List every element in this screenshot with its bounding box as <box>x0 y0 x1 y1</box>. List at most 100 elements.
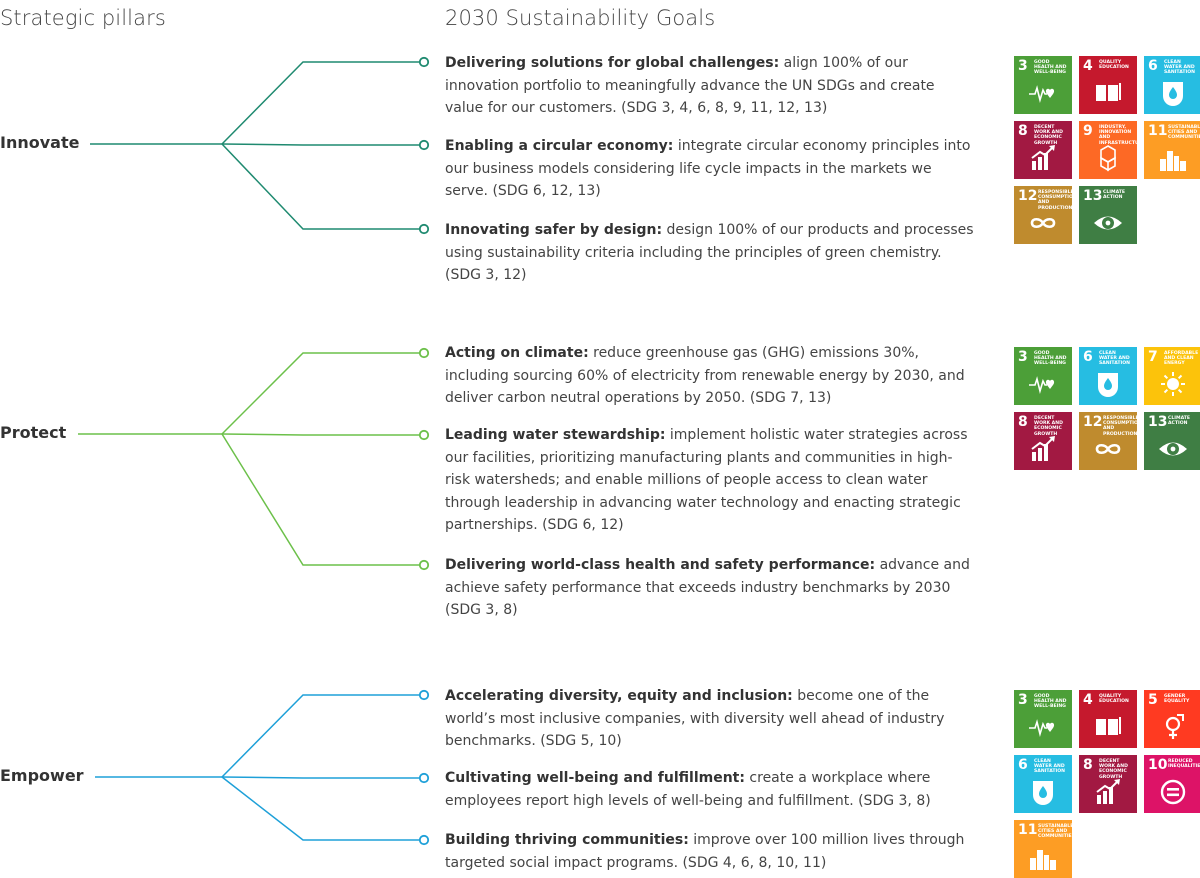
goal-empower-1: Accelerating diversity, equity and inclu… <box>445 685 975 753</box>
sdg-number: 8 <box>1083 757 1093 773</box>
goal-node-dot <box>418 772 430 784</box>
goal-title: Enabling a circular economy: <box>445 138 674 154</box>
sdg-label: QUALITY EDUCATION <box>1099 694 1129 705</box>
sdg-label: CLEAN WATER AND SANITATION <box>1034 759 1065 775</box>
goal-innovate-2: Enabling a circular economy: integrate c… <box>445 135 975 203</box>
sdg-label: GOOD HEALTH AND WELL-BEING <box>1034 351 1067 367</box>
sdg-tile-7: 7 AFFORDABLE AND CLEAN ENERGY <box>1144 347 1200 405</box>
goal-innovate-1: Delivering solutions for global challeng… <box>445 52 975 120</box>
gender-icon <box>1165 714 1184 739</box>
sdg-label: AFFORDABLE AND CLEAN ENERGY <box>1164 351 1199 367</box>
sdg-number: 6 <box>1148 58 1158 74</box>
sdg-number: 10 <box>1148 757 1168 773</box>
sdg-label: DECENT WORK AND ECONOMIC GROWTH <box>1034 416 1063 437</box>
city-icon <box>1160 151 1186 171</box>
water-drop-icon <box>1033 781 1053 805</box>
goal-description: advance and achieve safety performance t… <box>445 557 970 618</box>
goal-description: implement holistic water strategies acro… <box>445 427 968 533</box>
sdg-number: 7 <box>1148 349 1158 365</box>
goal-title: Acting on climate: <box>445 345 589 361</box>
goal-title: Building thriving communities: <box>445 832 689 848</box>
sdg-tile-6: 6 CLEAN WATER AND SANITATION <box>1144 56 1200 114</box>
sdg-label: RESPONSIBLE CONSUMPTION AND PRODUCTION <box>1038 190 1072 211</box>
goal-node-dot <box>418 223 430 235</box>
equals-icon <box>1160 779 1186 805</box>
sdg-number: 8 <box>1018 414 1028 430</box>
goal-node-dot <box>418 689 430 701</box>
goal-node-dot <box>418 559 430 571</box>
sdg-number: 13 <box>1083 188 1103 204</box>
sdg-label: CLIMATE ACTION <box>1103 190 1126 201</box>
sdg-label: CLEAN WATER AND SANITATION <box>1164 60 1195 76</box>
goal-title: Delivering solutions for global challeng… <box>445 55 780 71</box>
sdg-number: 3 <box>1018 692 1028 708</box>
goal-title: Accelerating diversity, equity and inclu… <box>445 688 793 704</box>
goal-title: Delivering world-class health and safety… <box>445 557 876 573</box>
sdg-label: REDUCED INEQUALITIES <box>1168 759 1200 770</box>
sdg-label: GOOD HEALTH AND WELL-BEING <box>1034 60 1067 76</box>
sdg-number: 9 <box>1083 123 1093 139</box>
sdg-number: 3 <box>1018 58 1028 74</box>
goal-description: create a workplace where employees repor… <box>445 770 931 809</box>
cubes-icon <box>1100 145 1116 172</box>
sdg-label: GOOD HEALTH AND WELL-BEING <box>1034 694 1067 710</box>
connector-innovate <box>90 56 430 235</box>
sdg-number: 12 <box>1083 414 1103 430</box>
goal-innovate-3: Innovating safer by design: design 100% … <box>445 219 975 287</box>
pillar-label-empower: Empower <box>0 766 84 785</box>
goal-protect-2: Leading water stewardship: implement hol… <box>445 424 975 537</box>
heartbeat-icon <box>1029 376 1055 395</box>
pillar-label-protect: Protect <box>0 423 67 442</box>
growth-chart-icon <box>1031 145 1055 170</box>
goal-description: align 100% of our innovation portfolio t… <box>445 55 935 116</box>
sdg-number: 11 <box>1148 123 1168 139</box>
goal-title: Leading water stewardship: <box>445 427 666 443</box>
sdg-number: 11 <box>1018 822 1038 838</box>
sdg-number: 4 <box>1083 58 1093 74</box>
goal-node-dot <box>418 347 430 359</box>
sdg-label: CLIMATE ACTION <box>1168 416 1191 427</box>
sdg-number: 13 <box>1148 414 1168 430</box>
sun-icon <box>1161 372 1185 396</box>
goal-title: Innovating safer by design: <box>445 222 663 238</box>
strategic-pillars-header: Strategic pillars <box>0 6 166 30</box>
sdg-label: RESPONSIBLE CONSUMPTION AND PRODUCTION <box>1103 416 1137 437</box>
book-icon <box>1096 83 1121 101</box>
sdg-tile-3: 3 GOOD HEALTH AND WELL-BEING <box>1014 56 1072 114</box>
goal-protect-3: Delivering world-class health and safety… <box>445 554 975 622</box>
pillar-label-innovate: Innovate <box>0 133 80 152</box>
goal-description: become one of the world’s most inclusive… <box>445 688 945 749</box>
sdg-number: 6 <box>1018 757 1028 773</box>
goal-empower-3: Building thriving communities: improve o… <box>445 829 975 874</box>
book-icon <box>1096 717 1121 735</box>
sdg-label: SUSTAINABLE CITIES AND COMMUNITIES <box>1168 125 1200 141</box>
heartbeat-icon <box>1029 85 1055 104</box>
sdg-tile-4: 4 QUALITY EDUCATION <box>1079 56 1137 114</box>
sdg-label: DECENT WORK AND ECONOMIC GROWTH <box>1034 125 1063 146</box>
infinity-icon <box>1095 443 1121 455</box>
sdg-label: QUALITY EDUCATION <box>1099 60 1129 71</box>
city-icon <box>1030 850 1056 870</box>
sdg-label: SUSTAINABLE CITIES AND COMMUNITIES <box>1038 824 1072 840</box>
eye-globe-icon <box>1159 442 1187 456</box>
goal-node-dot <box>418 429 430 441</box>
goal-title: Cultivating well-being and fulfillment: <box>445 770 745 786</box>
goal-description: improve over 100 million lives through t… <box>445 832 965 871</box>
heartbeat-icon <box>1029 719 1055 738</box>
goal-protect-1: Acting on climate: reduce greenhouse gas… <box>445 342 975 410</box>
water-drop-icon <box>1098 373 1118 397</box>
goal-node-dot <box>418 834 430 846</box>
sdg-tile-6: 6 CLEAN WATER AND SANITATION <box>1014 755 1072 813</box>
connector-empower <box>95 689 430 846</box>
